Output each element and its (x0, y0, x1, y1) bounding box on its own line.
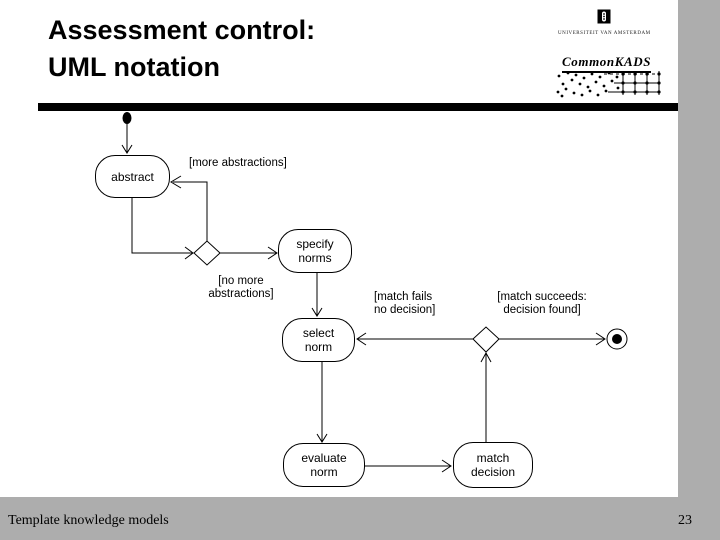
amsterdam-shield-icon (597, 9, 611, 24)
title-divider (38, 103, 680, 111)
edge-select-to-evaluate (316, 362, 328, 443)
node-select-norm: select norm (282, 318, 355, 362)
footer-bar (0, 497, 720, 540)
node-specify-norms: specify norms (278, 229, 352, 273)
node-abstract: abstract (95, 155, 170, 198)
node-evaluate-norm: evaluate norm (283, 443, 365, 487)
initial-state-icon (122, 112, 132, 124)
guard-more-abstractions: [more abstractions] (189, 157, 287, 169)
edge-evaluate-to-match (365, 459, 452, 473)
footer-text: Template knowledge models (8, 513, 169, 528)
edge-decision1-to-specify-norms (220, 246, 278, 260)
edge-initial-to-abstract (121, 124, 133, 154)
page-number: 23 (678, 513, 692, 528)
edge-decision2-to-final (499, 332, 606, 346)
guard-match-succeeds: [match succeeds: decision found] (497, 291, 587, 316)
final-state-icon (606, 328, 628, 350)
node-match-decision: match decision (453, 442, 533, 488)
edge-specify-to-select (311, 273, 323, 317)
edge-match-to-decision2 (480, 351, 492, 442)
decision-diamond-1-icon (193, 240, 221, 266)
edge-decision1-to-abstract (170, 175, 208, 241)
guard-match-fails: [match fails no decision] (374, 291, 436, 316)
guard-no-more-abstractions: [no more abstractions] (208, 275, 274, 300)
commonkads-wordmark: CommonKADS (562, 54, 652, 73)
decision-diamond-2-icon (472, 326, 500, 353)
university-name: UNIVERSITEIT VAN AMSTERDAM (558, 31, 651, 36)
edge-abstract-to-decision1 (131, 198, 194, 260)
edge-decision2-to-select (356, 332, 473, 346)
slide-title: Assessment control: UML notation (48, 15, 316, 82)
university-logo: UNIVERSITEIT VAN AMSTERDAM (558, 9, 650, 36)
right-edge-band (678, 0, 720, 540)
dots-to-grid-pattern-icon (556, 71, 661, 98)
